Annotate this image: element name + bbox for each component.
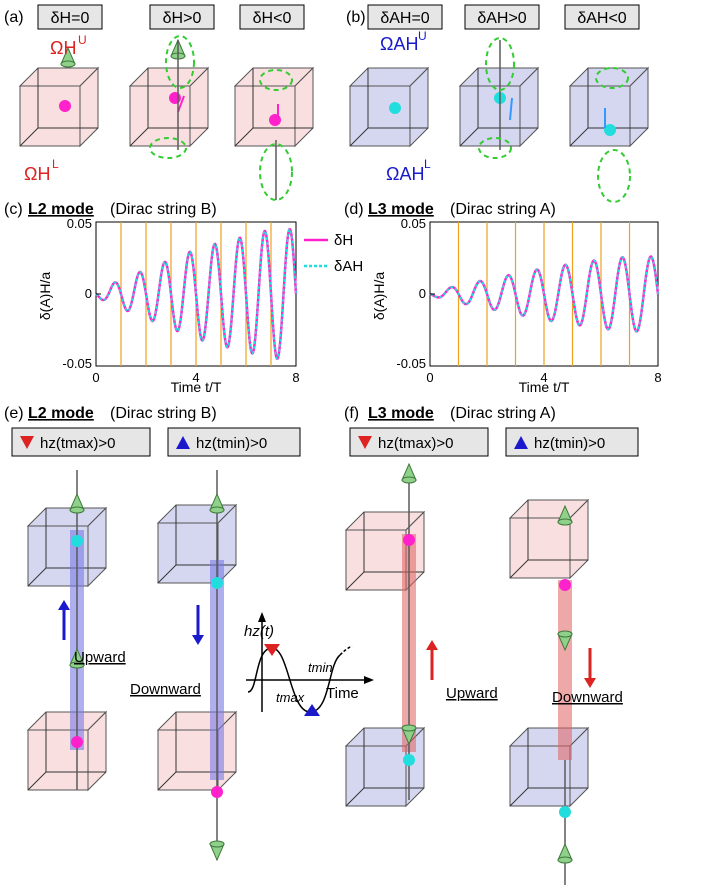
- omega-h-upper: ΩH: [50, 38, 76, 58]
- svg-text:(Dirac string B): (Dirac string B): [110, 405, 217, 422]
- c-xlabel: Time t/T: [171, 379, 222, 395]
- c-ytick-mid: 0: [85, 286, 92, 301]
- svg-text:(c): (c): [4, 201, 23, 218]
- svg-text:L2 mode: L2 mode: [28, 201, 94, 218]
- legend: δH δAH: [298, 222, 363, 288]
- panel-c-title: (c) L2 mode (Dirac string B): [4, 201, 217, 218]
- svg-text:(Dirac string A): (Dirac string A): [450, 405, 556, 422]
- d-ytick-mid: 0: [419, 286, 426, 301]
- svg-text:δAH=0: δAH=0: [380, 10, 429, 27]
- panel-a-box-1: δH=0: [37, 4, 103, 30]
- panel-b-tag: (b): [346, 9, 366, 26]
- inset-xlabel: Time: [326, 685, 359, 702]
- panel-e-title: (e) L2 mode (Dirac string B): [4, 405, 217, 422]
- d-xtick-8: 8: [654, 370, 661, 385]
- svg-text:(Dirac string A): (Dirac string A): [450, 201, 556, 218]
- omega-h-upper-sup: U: [78, 33, 87, 47]
- panel-a-cubes: [19, 35, 314, 201]
- svg-text:(f): (f): [344, 405, 359, 422]
- legend-h-label: δH: [334, 232, 353, 249]
- e-key-max: hz(tmax)>0: [11, 427, 151, 457]
- f-upward-label: Upward: [446, 685, 498, 702]
- inset-tmin: tmin: [308, 660, 333, 675]
- svg-text:(e): (e): [4, 405, 24, 422]
- svg-text:hz(tmin)>0: hz(tmin)>0: [534, 435, 605, 452]
- c-ylabel: δ(A)H/a: [37, 272, 53, 320]
- svg-text:δAH>0: δAH>0: [477, 10, 526, 27]
- svg-text:hz(tmax)>0: hz(tmax)>0: [40, 435, 115, 452]
- svg-text:L3 mode: L3 mode: [368, 201, 434, 218]
- d-ytick-bottom: -0.05: [396, 356, 426, 371]
- svg-text:(Dirac string B): (Dirac string B): [110, 201, 217, 218]
- svg-text:hz(tmax)>0: hz(tmax)>0: [378, 435, 453, 452]
- inset-tmax: tmax: [276, 690, 305, 705]
- panel-a-tag: (a): [4, 9, 24, 26]
- svg-text:δH<0: δH<0: [253, 10, 292, 27]
- omega-ah-lower: ΩAH: [386, 164, 424, 184]
- c-xtick-4: 4: [192, 370, 199, 385]
- f-key-min: hz(tmin)>0: [505, 427, 639, 457]
- f-key-max: hz(tmax)>0: [349, 427, 489, 457]
- panel-b-box-3: δAH<0: [564, 4, 640, 30]
- omega-h-lower: ΩH: [24, 164, 50, 184]
- d-xlabel: Time t/T: [519, 379, 570, 395]
- f-downward-label: Downward: [552, 689, 623, 706]
- panel-b-box-2: δAH>0: [464, 4, 540, 30]
- c-ytick-bottom: -0.05: [62, 356, 92, 371]
- series-delta-ah: [429, 255, 659, 333]
- svg-text:L3 mode: L3 mode: [368, 405, 434, 422]
- e-upward-label: Upward: [74, 649, 126, 666]
- omega-ah-upper: ΩAH: [380, 34, 418, 54]
- omega-ah-upper-sup: U: [418, 29, 427, 43]
- panel-f-title: (f) L3 mode (Dirac string A): [344, 405, 556, 422]
- e-downward-label: Downward: [130, 681, 201, 698]
- d-ytick-top: 0.05: [401, 216, 426, 231]
- svg-text:L2 mode: L2 mode: [28, 405, 94, 422]
- panel-d-title: (d) L3 mode (Dirac string A): [344, 201, 556, 218]
- svg-text:δH>0: δH>0: [163, 10, 202, 27]
- omega-h-lower-sup: L: [52, 157, 59, 171]
- chart-c: [95, 221, 298, 367]
- svg-text:(d): (d): [344, 201, 364, 218]
- svg-text:δAH<0: δAH<0: [577, 10, 626, 27]
- e-key-min: hz(tmin)>0: [167, 427, 301, 457]
- d-xtick-0: 0: [426, 370, 433, 385]
- svg-text:hz(tmin)>0: hz(tmin)>0: [196, 435, 267, 452]
- c-ytick-top: 0.05: [67, 216, 92, 231]
- panel-a-box-2: δH>0: [149, 4, 215, 30]
- d-ylabel: δ(A)H/a: [371, 272, 387, 320]
- c-xtick-0: 0: [92, 370, 99, 385]
- series-delta-ah: [95, 228, 297, 360]
- panel-f-structure: [345, 463, 596, 885]
- legend-ah-label: δAH: [334, 258, 363, 275]
- inset-hz-plot: [246, 612, 374, 716]
- panel-e-structure: [27, 470, 237, 861]
- inset-ylabel: hz(t): [244, 623, 274, 640]
- panel-b-cubes: [349, 37, 649, 203]
- c-xtick-8: 8: [292, 370, 299, 385]
- omega-ah-lower-sup: L: [424, 157, 431, 171]
- d-xtick-4: 4: [540, 370, 547, 385]
- chart-d: [429, 221, 660, 367]
- panel-b-box-1: δAH=0: [367, 4, 443, 30]
- panel-a-box-3: δH<0: [239, 4, 305, 30]
- svg-text:δH=0: δH=0: [51, 10, 90, 27]
